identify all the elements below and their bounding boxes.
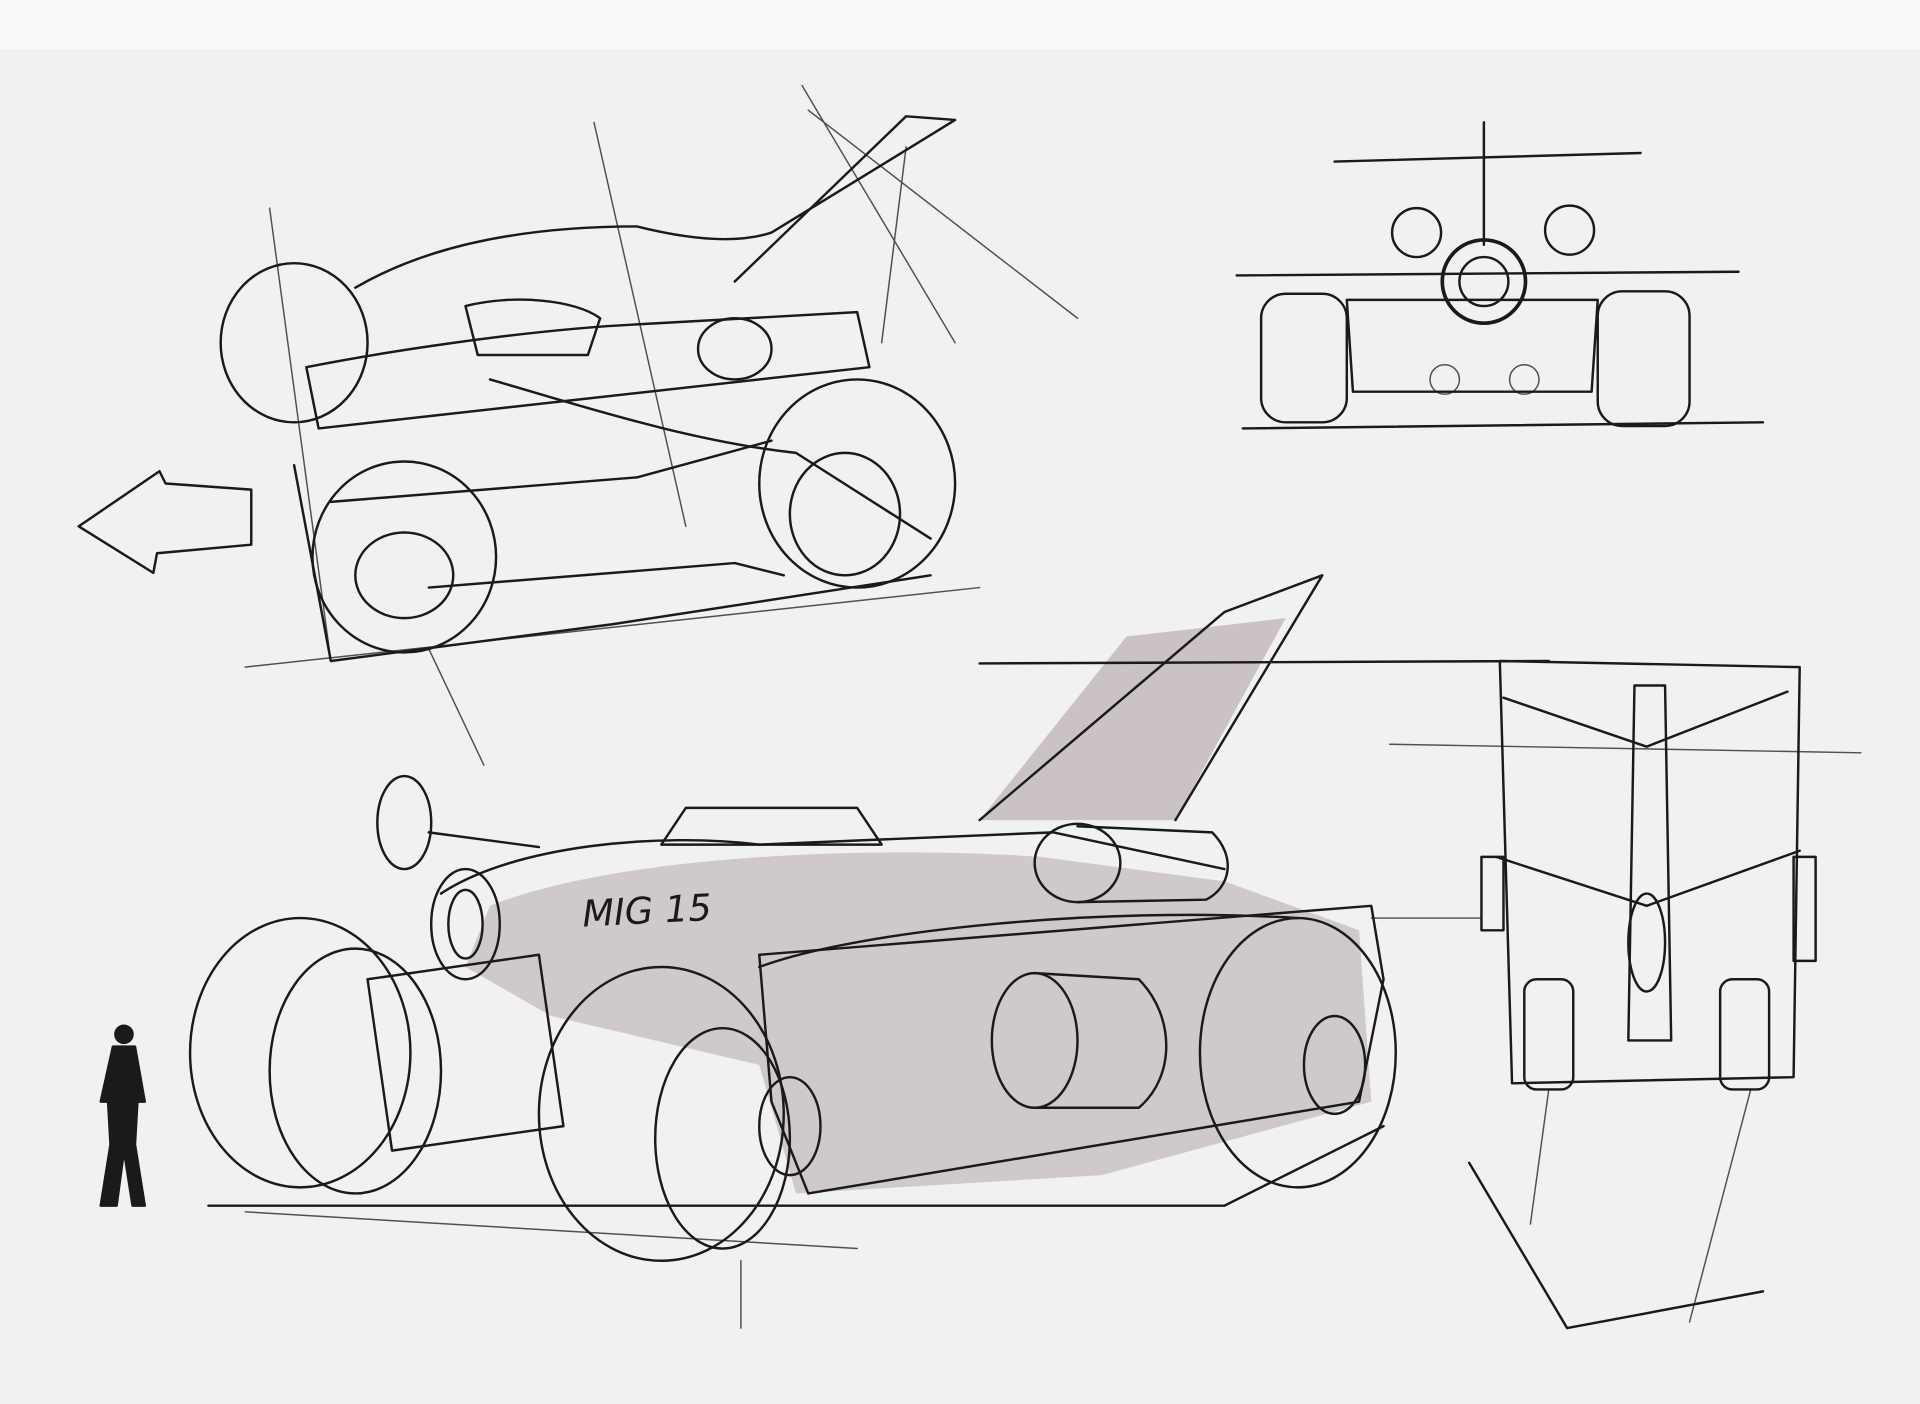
- perspective-sketch-top-left: [77, 84, 1079, 766]
- top-view-sketch: [1388, 659, 1862, 1330]
- paper: [0, 48, 1920, 1404]
- hull-label: MIG 15: [581, 886, 712, 936]
- human-scale-figure: [99, 1024, 146, 1207]
- direction-arrow-icon: [77, 470, 253, 575]
- front-view-sketch: [1235, 121, 1765, 430]
- paper-top-edge: [0, 0, 1920, 49]
- main-vehicle-sketch: MIG 15: [188, 574, 1550, 1329]
